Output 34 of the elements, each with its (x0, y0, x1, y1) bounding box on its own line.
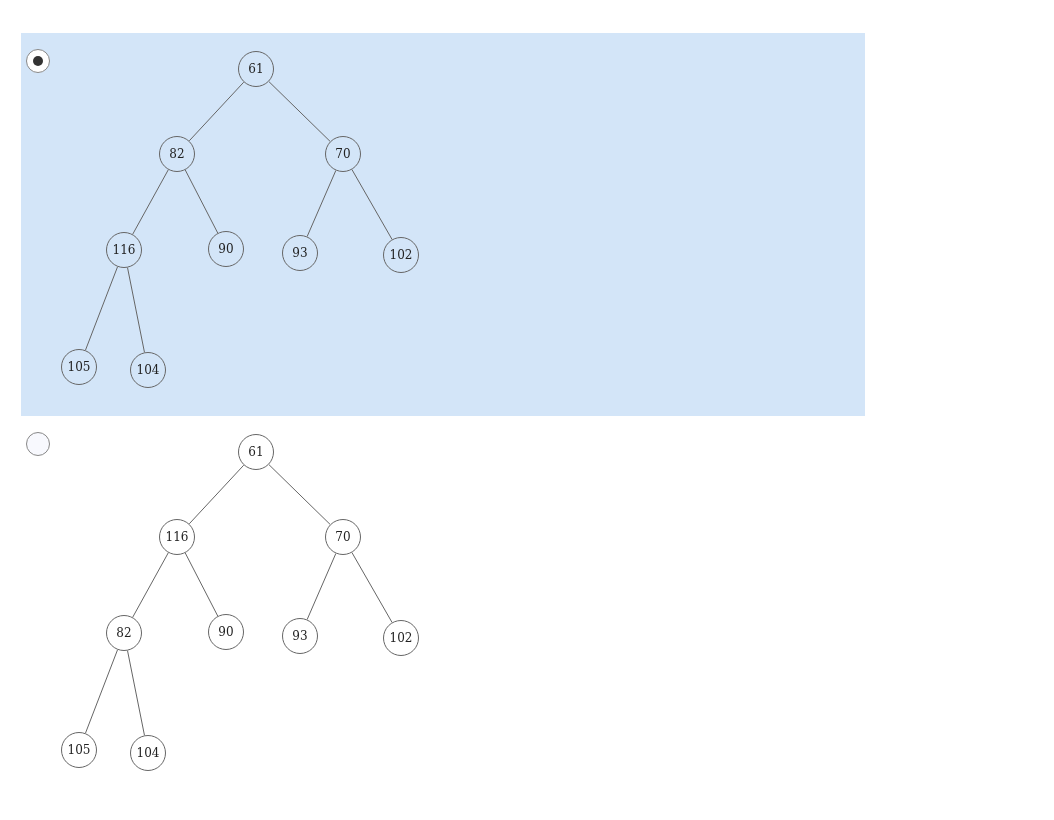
tree-edge (84, 649, 119, 734)
node-value: 93 (292, 629, 308, 643)
tree-edge (268, 464, 331, 525)
node-value: 70 (335, 147, 351, 161)
node-value: 116 (112, 243, 136, 257)
tree-edge (268, 81, 331, 142)
node-value: 61 (248, 445, 264, 459)
node-value: 105 (67, 360, 91, 374)
node-value: 102 (389, 248, 413, 262)
node-value: 116 (165, 530, 189, 544)
node-value: 104 (136, 746, 160, 760)
node-value: 90 (218, 242, 234, 256)
node-value: 70 (335, 530, 351, 544)
tree-edge (306, 170, 337, 237)
node-value: 82 (116, 626, 132, 640)
tree-edge (188, 464, 245, 525)
node-value: 90 (218, 625, 234, 639)
tree-edge (184, 552, 219, 617)
tree-edge (188, 81, 245, 142)
tree-edge (306, 553, 337, 620)
tree-edge (127, 267, 145, 353)
tree-edge (351, 169, 393, 240)
tree-edge (132, 552, 169, 618)
tree-edge (84, 266, 119, 351)
node-value: 61 (248, 62, 264, 76)
tree-edge (351, 552, 393, 623)
node-value: 105 (67, 743, 91, 757)
node-value: 82 (169, 147, 185, 161)
node-value: 102 (389, 631, 413, 645)
node-value: 93 (292, 246, 308, 260)
tree-edge (127, 650, 145, 736)
tree-edge (184, 169, 219, 234)
tree-edge (132, 169, 169, 235)
node-value: 104 (136, 363, 160, 377)
